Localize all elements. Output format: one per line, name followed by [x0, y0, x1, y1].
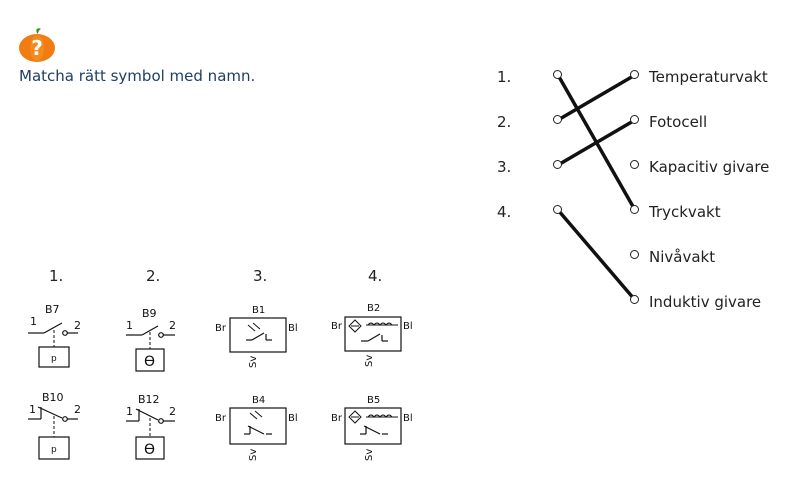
symbol-b10-box-label: p	[51, 445, 57, 455]
symbol-b4-sv: Sv	[248, 449, 259, 461]
symbol-b2-sv: Sv	[364, 355, 375, 367]
match-right-label-1: Temperaturvakt	[649, 68, 768, 86]
symbol-b5-sv: Sv	[364, 449, 375, 461]
symbol-b5-inductive-sensor: B5 Br Bl Sv	[331, 395, 413, 461]
match-left-dot-4[interactable]	[553, 205, 562, 214]
match-right-label-6: Induktiv givare	[649, 293, 762, 311]
match-left-num-4: 4.	[497, 203, 512, 221]
symbol-b9-tag: B9	[142, 307, 157, 320]
symbol-b9-box-label: ϴ	[144, 354, 155, 370]
symbol-b9-temperature-switch: B9 1 2 ϴ	[126, 307, 176, 372]
svg-text:?: ?	[31, 36, 43, 60]
symbol-b9-terminal-2: 2	[169, 319, 176, 332]
match-right-dot-6[interactable]	[630, 295, 639, 304]
symbol-b2-br: Br	[331, 321, 343, 332]
symbol-b12-tag: B12	[138, 393, 160, 406]
symbol-column-num-1: 1.	[49, 267, 64, 285]
question-prompt: Matcha rätt symbol med namn.	[19, 67, 256, 85]
symbol-b1-tag: B1	[252, 305, 265, 316]
symbol-b12-box-label: ϴ	[144, 442, 155, 458]
match-left-num-1: 1.	[497, 68, 512, 86]
symbol-b12-temperature-switch: B12 1 2 ϴ	[126, 393, 176, 460]
symbol-column-num-2: 2.	[146, 267, 161, 285]
symbol-b4-tag: B4	[252, 395, 265, 406]
symbol-b10-terminal-2: 2	[74, 403, 81, 416]
symbol-b7-pressure-switch: B7 1 2 p	[28, 303, 81, 368]
symbol-b7-terminal-1: 1	[30, 315, 37, 328]
symbol-b2-tag: B2	[367, 303, 380, 314]
help-pumpkin-icon[interactable]: ?	[18, 27, 56, 63]
symbol-b1-photocell: B1 Br Bl Sv	[215, 305, 298, 368]
symbol-b2-bl: Bl	[403, 321, 413, 332]
symbol-b10-tag: B10	[42, 391, 64, 404]
symbol-b5-bl: Bl	[403, 413, 413, 424]
symbol-b1-br: Br	[215, 323, 227, 334]
symbol-b10-terminal-1: 1	[29, 403, 36, 416]
symbol-b4-bl: Bl	[288, 413, 298, 424]
symbol-b2-inductive-sensor: B2 Br Bl Sv	[331, 303, 413, 367]
match-right-label-5: Nivåvakt	[649, 248, 716, 266]
symbol-b12-terminal-1: 1	[126, 405, 133, 418]
match-left-dot-2[interactable]	[553, 115, 562, 124]
match-right-dot-2[interactable]	[630, 115, 639, 124]
match-right-label-3: Kapacitiv givare	[649, 158, 770, 176]
match-left-dot-3[interactable]	[553, 160, 562, 169]
symbol-b7-terminal-2: 2	[74, 319, 81, 332]
match-right-dot-4[interactable]	[630, 205, 639, 214]
symbol-b5-tag: B5	[367, 395, 380, 406]
symbol-b10-pressure-switch: B10 1 2 p	[28, 391, 81, 460]
match-right-dot-5[interactable]	[630, 250, 639, 259]
symbol-b7-box-label: p	[51, 354, 57, 364]
match-right-dot-3[interactable]	[630, 160, 639, 169]
symbol-b5-br: Br	[331, 413, 343, 424]
symbol-b1-bl: Bl	[288, 323, 298, 334]
match-left-dot-1[interactable]	[553, 70, 562, 79]
match-right-label-2: Fotocell	[649, 113, 708, 131]
match-right-dot-1[interactable]	[630, 70, 639, 79]
match-right-label-4: Tryckvakt	[649, 203, 721, 221]
symbol-b4-photocell: B4 Br Bl Sv	[215, 395, 298, 461]
symbol-column-num-4: 4.	[368, 267, 383, 285]
symbol-column-num-3: 3.	[253, 267, 268, 285]
symbol-b4-br: Br	[215, 413, 227, 424]
match-left-num-2: 2.	[497, 113, 512, 131]
symbol-b12-terminal-2: 2	[169, 405, 176, 418]
symbol-b9-terminal-1: 1	[126, 319, 133, 332]
symbol-b1-sv: Sv	[248, 356, 259, 368]
symbol-b7-tag: B7	[45, 303, 60, 316]
match-left-num-3: 3.	[497, 158, 512, 176]
